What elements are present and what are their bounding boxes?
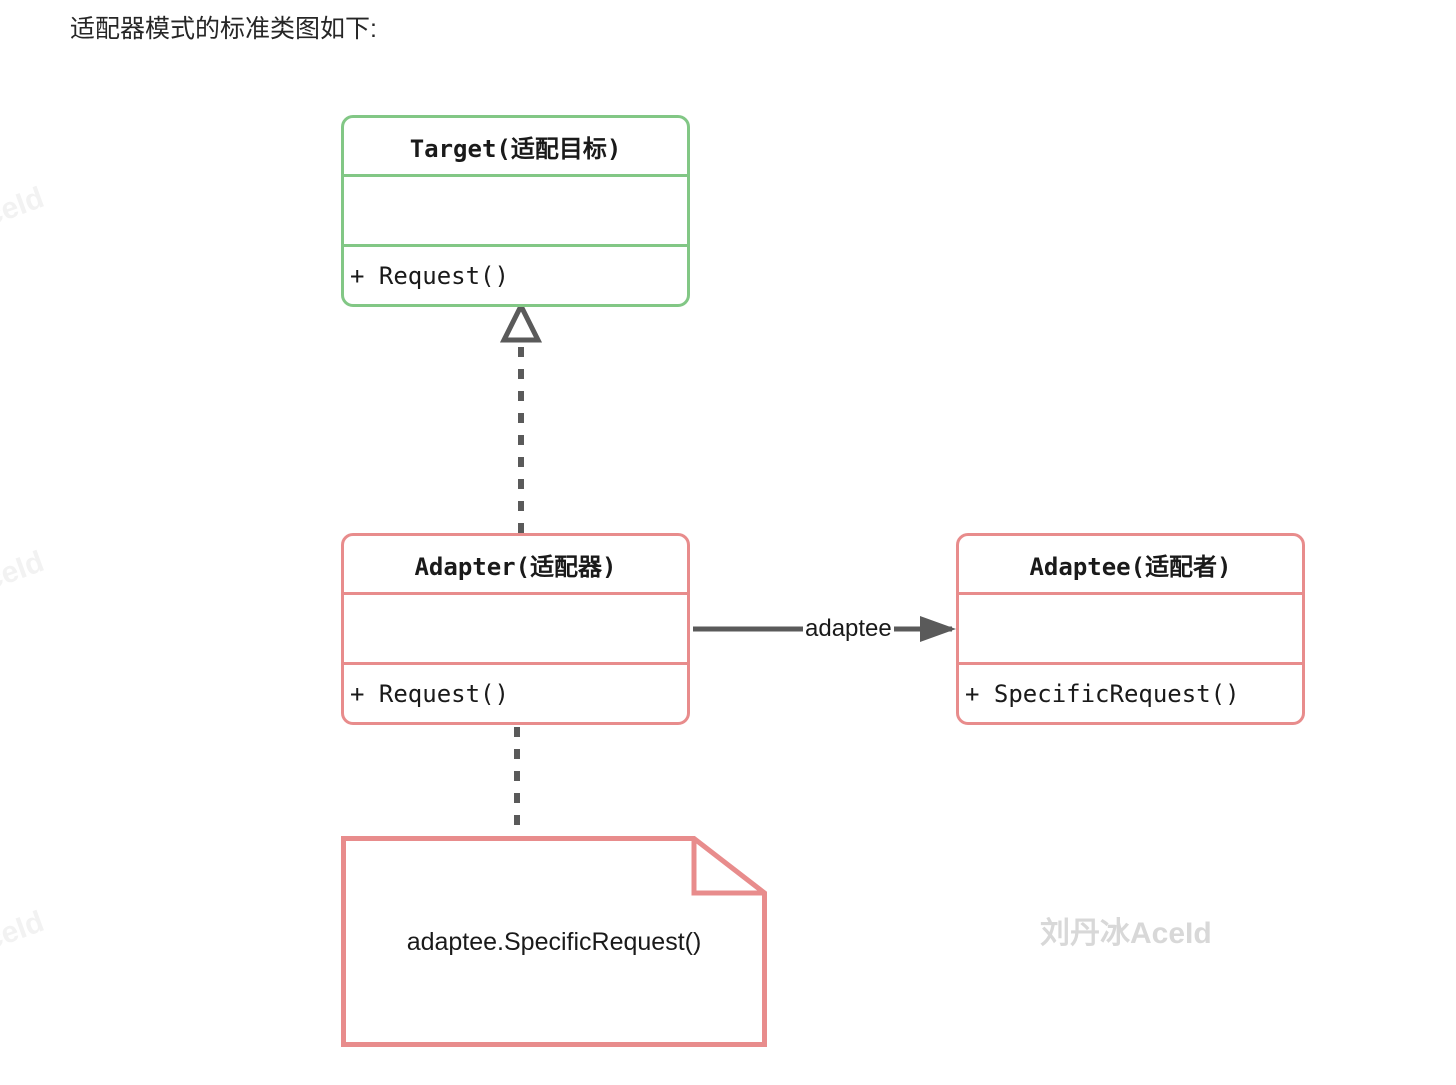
uml-class-adapter-attributes <box>344 595 687 665</box>
uml-class-adaptee-attributes <box>959 595 1302 665</box>
page-title: 适配器模式的标准类图如下: <box>70 15 377 43</box>
uml-note-text: adaptee.SpecificRequest() <box>406 928 702 956</box>
uml-class-adapter-operation-request: + Request() <box>350 679 509 708</box>
uml-class-adaptee[interactable]: Adaptee(适配者) + SpecificRequest() <box>956 533 1305 725</box>
realization-connector <box>499 300 543 533</box>
uml-class-target-name: Target(适配目标) <box>344 118 687 177</box>
note-shape <box>341 836 767 1047</box>
uml-class-adapter[interactable]: Adapter(适配器) + Request() <box>341 533 690 725</box>
watermark-center: 刘丹冰AceId <box>1040 917 1212 950</box>
note-outline <box>341 836 767 1047</box>
realization-hollow-triangle-arrowhead <box>499 300 543 343</box>
association-arrowhead <box>920 616 956 642</box>
uml-class-adaptee-name: Adaptee(适配者) <box>959 536 1302 595</box>
uml-class-adaptee-operation-specific-request: + SpecificRequest() <box>965 679 1240 708</box>
watermark-side-1: AceId <box>0 181 49 241</box>
uml-class-target-attributes <box>344 177 687 247</box>
uml-class-target-operation-request: + Request() <box>350 261 509 290</box>
association-label-adaptee: adaptee <box>803 615 894 643</box>
uml-note-adapter-body[interactable]: adaptee.SpecificRequest() <box>341 836 767 1047</box>
note-folded-corner-icon <box>691 838 765 896</box>
watermark-side-2: AceId <box>0 545 49 605</box>
watermark-side-3: AceId <box>0 905 49 965</box>
uml-class-adapter-name: Adapter(适配器) <box>344 536 687 595</box>
uml-class-target[interactable]: Target(适配目标) + Request() <box>341 115 690 307</box>
